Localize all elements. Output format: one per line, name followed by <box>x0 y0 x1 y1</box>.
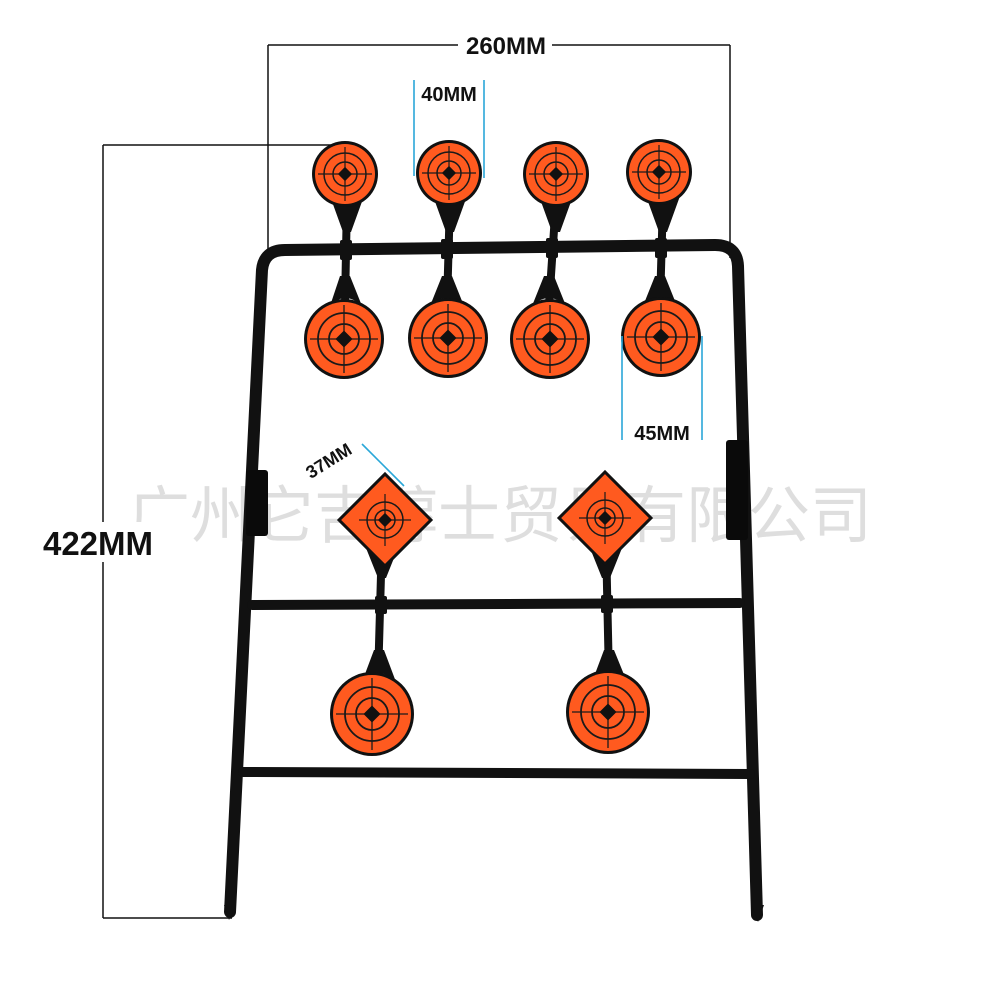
plate-large-2 <box>408 298 488 378</box>
plate-top-2 <box>416 140 482 206</box>
plate-bottom-2 <box>566 670 650 754</box>
diamond-plate-label: 37MM <box>302 439 355 482</box>
small-plate-label: 40MM <box>421 84 477 106</box>
plate-large-3 <box>510 299 590 379</box>
plate-top-1 <box>312 141 378 207</box>
watermark-text: 广州它吉醇士贸易有限公司 <box>128 479 872 552</box>
plate-diamond-1 <box>336 471 434 569</box>
large-plate-callout <box>621 336 703 440</box>
right-sleeve <box>726 440 748 540</box>
plate-bottom-1 <box>330 672 414 756</box>
small-plate-callout <box>413 80 485 178</box>
height-dimension-label: 422MM <box>43 525 153 562</box>
steel-frame <box>224 238 763 921</box>
plate-top-4 <box>626 139 692 205</box>
plate-diamond-2 <box>556 469 654 567</box>
plate-large-4 <box>621 297 701 377</box>
diamond-plate-callout <box>361 443 405 487</box>
large-plate-label: 45MM <box>634 423 690 445</box>
spinner-hubs <box>340 238 667 614</box>
ground-stakes <box>224 905 764 922</box>
left-sleeve <box>246 470 268 536</box>
width-dimension-label: 260MM <box>466 33 546 60</box>
plate-top-3 <box>523 141 589 207</box>
frame-sleeves <box>246 440 748 540</box>
right-stake-tip <box>752 905 764 922</box>
plate-large-1 <box>304 299 384 379</box>
left-stake-tip <box>224 905 236 920</box>
